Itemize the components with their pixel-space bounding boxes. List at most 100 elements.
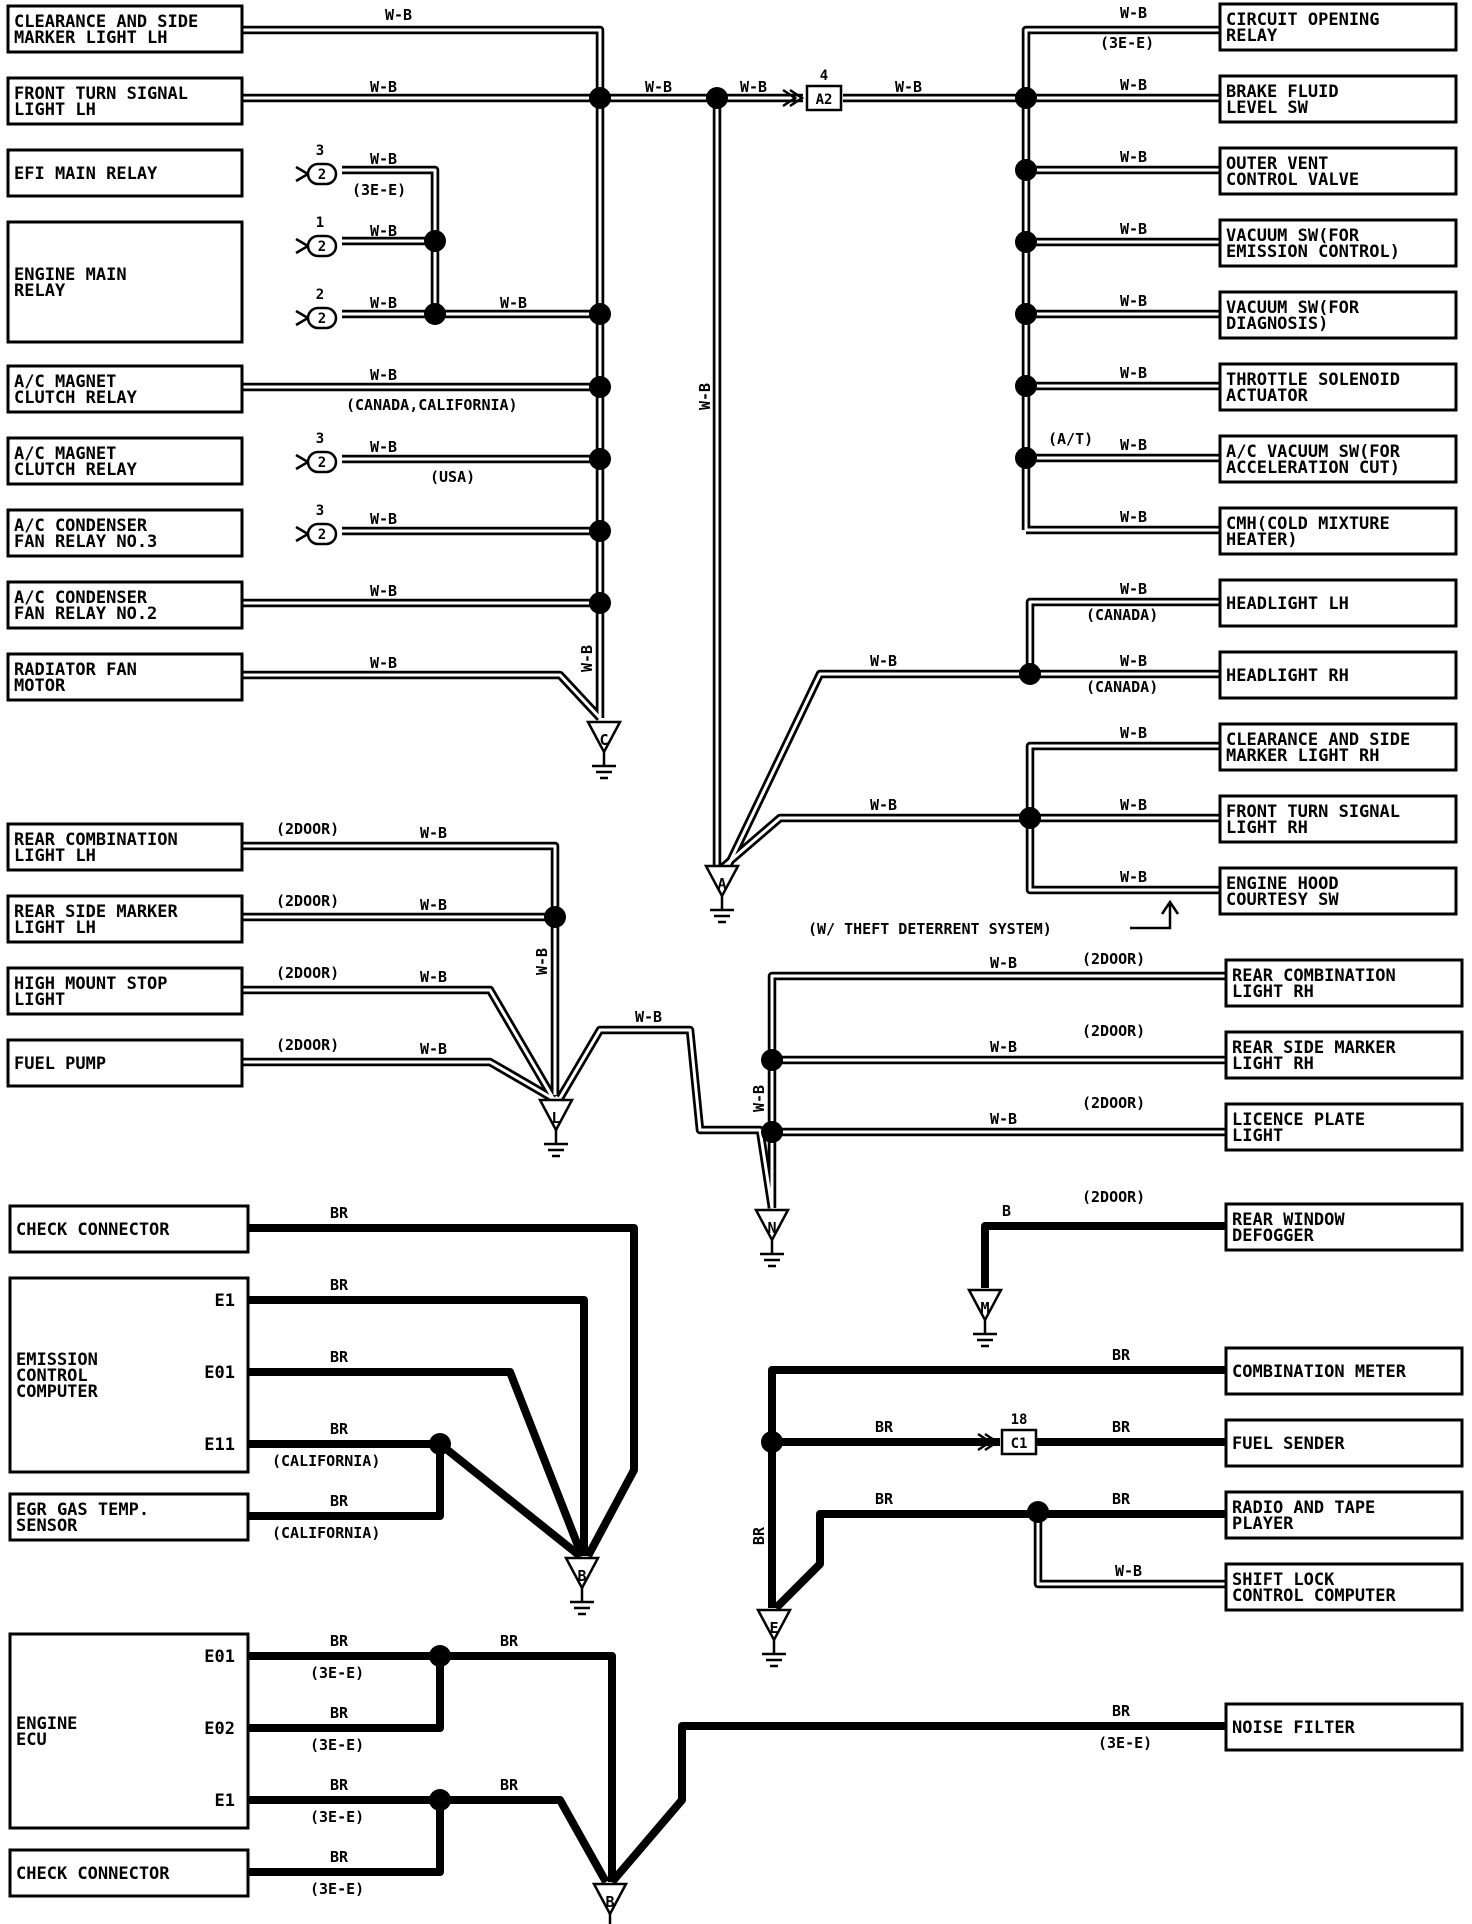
- svg-text:(W/ THEFT DETERRENT SYSTEM): (W/ THEFT DETERRENT SYSTEM): [808, 920, 1052, 938]
- svg-text:W-B: W-B: [370, 78, 397, 96]
- svg-text:(3E-E): (3E-E): [1100, 34, 1154, 52]
- svg-text:W-B: W-B: [370, 366, 397, 384]
- component-box: [1218, 290, 1458, 340]
- component-label: MARKER LIGHT RH: [1226, 746, 1380, 766]
- component-fuel-pump: FUEL PUMP: [6, 1038, 244, 1088]
- component-box: [1218, 218, 1458, 268]
- svg-text:BR: BR: [1112, 1702, 1131, 1720]
- svg-text:3: 3: [316, 431, 324, 447]
- svg-text:(3E-E): (3E-E): [1098, 1734, 1152, 1752]
- svg-text:BR: BR: [330, 1776, 349, 1794]
- svg-text:BR: BR: [1112, 1490, 1131, 1508]
- component-label: LIGHT LH: [14, 918, 96, 938]
- component-label: LIGHT RH: [1232, 1054, 1314, 1074]
- component-label: LIGHT RH: [1226, 818, 1308, 838]
- svg-text:(CANADA): (CANADA): [1086, 606, 1158, 624]
- svg-text:3: 3: [316, 143, 324, 159]
- svg-text:W-B: W-B: [370, 654, 397, 672]
- component-label: SHIFT LOCK: [1232, 1570, 1335, 1590]
- svg-text:W-B: W-B: [370, 438, 397, 456]
- svg-text:B: B: [577, 1567, 586, 1585]
- junction-connectors: 2 2 2 2 2 3 1 2 3 3 A2 4 C1 18: [294, 68, 1038, 1456]
- svg-text:W-B: W-B: [1120, 220, 1147, 238]
- component-label: LIGHT RH: [1232, 982, 1314, 1002]
- component-box: [6, 508, 244, 558]
- component-headlight-lh: HEADLIGHT LH: [1218, 578, 1458, 628]
- component-box: [6, 966, 244, 1016]
- svg-text:C1: C1: [1011, 1436, 1028, 1452]
- component-label: MOTOR: [14, 676, 66, 696]
- component-box: [1224, 1490, 1464, 1540]
- svg-text:W-B: W-B: [895, 78, 922, 96]
- svg-text:W-B: W-B: [385, 6, 412, 24]
- svg-text:W-B: W-B: [635, 1008, 662, 1026]
- ground-b-1: B: [564, 1556, 600, 1616]
- component-label: A/C VACUUM SW(FOR: [1226, 442, 1401, 462]
- variant-notes: (3E-E) (3E-E) (CANADA,CALIFORNIA) (USA) …: [272, 34, 1180, 1898]
- component-box: [6, 652, 244, 702]
- component-label: CONTROL: [16, 1366, 88, 1386]
- component-label: CMH(COLD MIXTURE: [1226, 514, 1390, 534]
- svg-text:(3E-E): (3E-E): [310, 1808, 364, 1826]
- component-label: FUEL PUMP: [14, 1054, 106, 1074]
- component-label: ENGINE: [16, 1714, 77, 1734]
- svg-text:BR: BR: [750, 1526, 768, 1545]
- component-box: [1218, 722, 1458, 772]
- svg-text:W-B: W-B: [533, 948, 551, 975]
- br-wires: [248, 1222, 1226, 1885]
- wb-wire-outlines: [242, 25, 1226, 1589]
- svg-text:(CALIFORNIA): (CALIFORNIA): [272, 1524, 380, 1542]
- svg-text:BR: BR: [330, 1704, 349, 1722]
- component-label: REAR SIDE MARKER: [14, 902, 179, 922]
- svg-text:E1: E1: [215, 1291, 235, 1311]
- svg-text:(2DOOR): (2DOOR): [1082, 1188, 1145, 1206]
- component-label: HEATER): [1226, 530, 1298, 550]
- component-noise-filter: NOISE FILTER: [1224, 1702, 1464, 1752]
- svg-text:E02: E02: [204, 1719, 235, 1739]
- svg-text:W-B: W-B: [1120, 652, 1147, 670]
- component-box: [1218, 578, 1458, 628]
- svg-text:(2DOOR): (2DOOR): [1082, 1094, 1145, 1112]
- component-box: [8, 1204, 250, 1254]
- component-box: [8, 1632, 250, 1830]
- svg-text:W-B: W-B: [1120, 364, 1147, 382]
- component-box: [8, 1492, 250, 1542]
- component-label: CHECK CONNECTOR: [16, 1864, 170, 1884]
- component-label: MARKER LIGHT LH: [14, 28, 168, 48]
- svg-text:BR: BR: [875, 1418, 894, 1436]
- svg-text:(3E-E): (3E-E): [310, 1664, 364, 1682]
- svg-text:(2DOOR): (2DOOR): [276, 820, 339, 838]
- component-label: REAR COMBINATION: [14, 830, 178, 850]
- component-efi-main-relay: EFI MAIN RELAY: [6, 148, 244, 198]
- component-label: LIGHT: [1232, 1126, 1283, 1146]
- svg-text:W-B: W-B: [990, 1110, 1017, 1128]
- svg-text:W-B: W-B: [740, 78, 767, 96]
- svg-text:(2DOOR): (2DOOR): [276, 964, 339, 982]
- wire-color-labels: W-B W-B W-B W-B W-B W-B W-B W-B W-B W-B …: [330, 4, 1147, 1866]
- svg-text:W-B: W-B: [420, 1040, 447, 1058]
- svg-text:BR: BR: [500, 1632, 519, 1650]
- component-box: [1218, 2, 1458, 52]
- ground-c: C: [586, 720, 622, 780]
- component-label: EGR GAS TEMP.: [16, 1500, 149, 1520]
- component-label: FRONT TURN SIGNAL: [1226, 802, 1400, 822]
- svg-text:W-B: W-B: [420, 896, 447, 914]
- component-box: [1218, 146, 1458, 196]
- svg-text:W-B: W-B: [645, 78, 672, 96]
- component-label: CIRCUIT OPENING: [1226, 10, 1380, 30]
